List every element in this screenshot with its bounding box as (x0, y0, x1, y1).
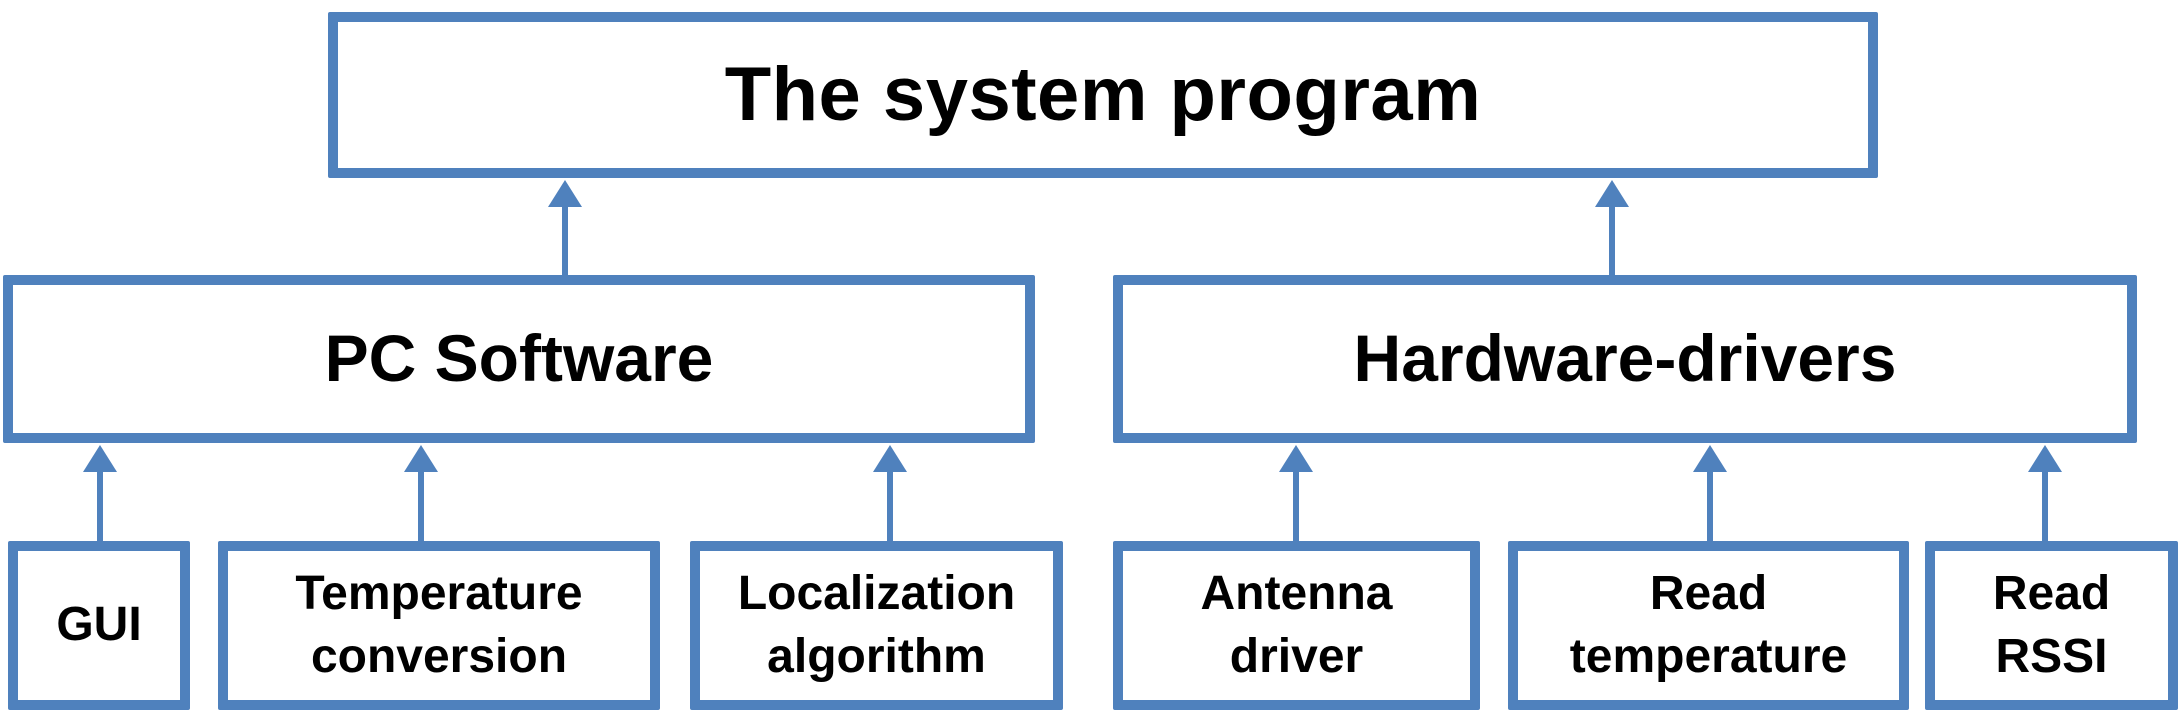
node-pc-software: PC Software (3, 275, 1035, 443)
arrow-stem (1609, 207, 1615, 279)
arrow-stem (1293, 472, 1299, 545)
node-label: Localization algorithm (737, 567, 1016, 683)
node-label: Read temperature (1569, 567, 1848, 683)
arrow-stem (887, 472, 893, 545)
arrow-read-temperature-to-hardware-drivers (1693, 445, 1727, 545)
node-hardware-drivers: Hardware-drivers (1113, 275, 2137, 443)
arrowhead-up-icon (1279, 445, 1313, 472)
arrowhead-up-icon (2028, 445, 2062, 472)
node-label: PC Software (324, 321, 714, 396)
arrow-stem (418, 472, 424, 545)
arrow-gui-to-pc-software (83, 445, 117, 545)
arrowhead-up-icon (1693, 445, 1727, 472)
node-label: GUI (56, 598, 142, 652)
arrow-stem (97, 472, 103, 545)
arrow-localization-algorithm-to-pc-software (873, 445, 907, 545)
node-label: Temperature conversion (295, 567, 583, 683)
node-label: Read RSSI (1992, 567, 2111, 683)
arrow-antenna-driver-to-hardware-drivers (1279, 445, 1313, 545)
node-label: The system program (724, 52, 1482, 138)
arrow-stem (2042, 472, 2048, 545)
node-gui: GUI (8, 541, 190, 710)
node-read-temperature: Read temperature (1508, 541, 1909, 710)
arrowhead-up-icon (83, 445, 117, 472)
arrow-temperature-conversion-to-pc-software (404, 445, 438, 545)
node-system-program: The system program (328, 12, 1878, 178)
arrowhead-up-icon (1595, 180, 1629, 207)
arrow-stem (1707, 472, 1713, 545)
node-temperature-conversion: Temperature conversion (218, 541, 660, 710)
node-read-rssi: Read RSSI (1925, 541, 2178, 710)
node-antenna-driver: Antenna driver (1113, 541, 1480, 710)
arrowhead-up-icon (404, 445, 438, 472)
arrow-read-rssi-to-hardware-drivers (2028, 445, 2062, 545)
arrowhead-up-icon (873, 445, 907, 472)
arrow-pc-software-to-system-program (548, 180, 582, 279)
arrowhead-up-icon (548, 180, 582, 207)
arrow-stem (562, 207, 568, 279)
node-localization-algorithm: Localization algorithm (690, 541, 1063, 710)
node-label: Hardware-drivers (1353, 321, 1897, 396)
arrow-hardware-drivers-to-system-program (1595, 180, 1629, 279)
node-label: Antenna driver (1200, 567, 1393, 683)
